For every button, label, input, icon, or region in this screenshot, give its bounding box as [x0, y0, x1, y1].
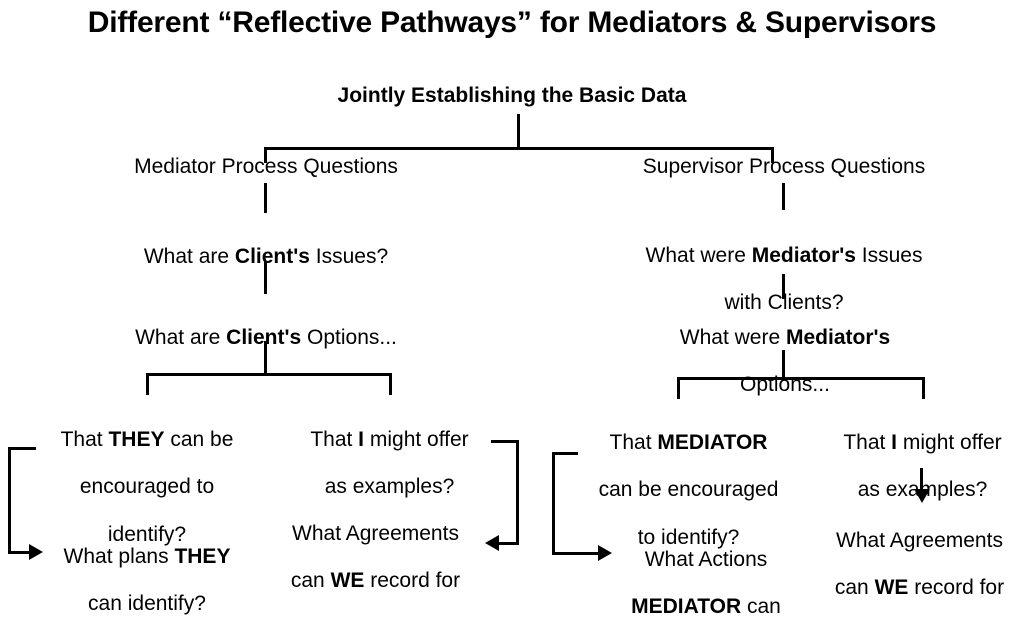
connector-mediator-bracket-side — [516, 440, 519, 544]
page-title: Different “Reflective Pathways” for Medi… — [87, 6, 937, 39]
connector-mediator-q1-to-q2 — [264, 262, 267, 294]
node-mediator-leaf-they-encouraged: That THEY can be encouraged to identify? — [14, 404, 280, 546]
supervisor-outcomeR-l2-prefix: can — [834, 576, 875, 600]
connector-mediator-feedback-top — [8, 447, 36, 450]
node-mediator-question-2: What are Client's Options... — [36, 302, 496, 349]
node-mediator-outcome-what-plans-they: What plans THEY can identify? — [14, 521, 280, 616]
node-supervisor-question-1: What were Mediator's Issues with Clients… — [554, 220, 1014, 315]
connector-mediator-q2-stem — [264, 341, 267, 374]
node-supervisor-outcome-actions-mediator-plan: What Actions MEDIATOR can plan for chang… — [605, 524, 807, 617]
connector-supervisor-down-arrowhead — [914, 489, 930, 503]
connector-mediator-split-drop-left — [146, 373, 149, 395]
mediator-leafR-l1-emphasis: I — [358, 427, 365, 451]
supervisor-outcomeR-l2-emphasis: WE — [874, 576, 909, 600]
connector-supervisor-split-bus — [677, 377, 924, 380]
mediator-outcomeL-l1-emphasis: THEY — [174, 544, 231, 568]
root-node-jointly-establishing-basic-data: Jointly Establishing the Basic Data — [337, 84, 687, 107]
connector-mediator-bracket-top — [491, 440, 519, 443]
mediator-q2-suffix: Options... — [301, 325, 397, 349]
supervisor-leafL-l3: to identify? — [637, 525, 740, 549]
supervisor-q2-emphasis: Mediator's — [786, 325, 891, 349]
mediator-outcomeR-l2-emphasis: WE — [330, 569, 365, 593]
connector-root-drop-left — [264, 147, 267, 163]
supervisor-leafR-l1-suffix: might offer — [897, 430, 1002, 454]
supervisor-leafR-l2: as examples? — [857, 478, 988, 502]
mediator-q1-prefix: What are — [143, 244, 235, 268]
supervisor-leafR-l1-emphasis: I — [891, 430, 898, 454]
connector-supervisor-down-arrow-shaft — [920, 468, 923, 492]
mediator-leafL-l3: identify? — [107, 522, 187, 546]
connector-root-drop-right — [771, 147, 774, 163]
mediator-leafR-l1-suffix: might offer — [364, 427, 469, 451]
mediator-leafL-l2: encouraged to — [79, 475, 215, 499]
supervisor-outcomeR-l2-suffix: record for — [908, 576, 1005, 600]
supervisor-outcomeL-l2-emphasis: MEDIATOR — [631, 595, 742, 617]
mediator-leafR-l1-prefix: That — [310, 427, 359, 451]
connector-supervisor-feedback-arrowhead — [598, 545, 612, 561]
mediator-leafL-l1-suffix: can be — [164, 427, 234, 451]
mediator-outcomeR-l2-suffix: record for — [364, 569, 461, 593]
connector-supervisor-q1-to-q2 — [782, 274, 785, 299]
connector-supervisor-split-drop-right — [922, 377, 925, 399]
node-supervisor-outcome-agreements-supervision: What Agreements can WE record for superv… — [815, 505, 1024, 617]
connector-mediator-split-bus — [146, 373, 391, 376]
mediator-q1-suffix: Issues? — [309, 244, 389, 268]
node-mediator-leaf-i-might-offer: That I might offer as examples? — [268, 404, 511, 499]
connector-supervisor-feedback-bottom — [552, 552, 600, 555]
supervisor-q1-l2: with Clients? — [724, 291, 844, 315]
mediator-leafL-l1-emphasis: THEY — [108, 427, 165, 451]
connector-mediator-feedback-arrowhead — [29, 544, 43, 560]
branch-heading-mediator: Mediator Process Questions — [134, 155, 398, 178]
supervisor-q1-suffix: Issues — [855, 243, 923, 267]
mediator-outcomeL-l1-prefix: What plans — [63, 544, 175, 568]
mediator-leafR-l2: as examples? — [324, 475, 455, 499]
connector-mediator-split-drop-right — [389, 373, 392, 395]
node-supervisor-question-2: What were Mediator's Options... — [590, 302, 980, 397]
node-supervisor-leaf-mediator-encouraged: That MEDIATOR can be encouraged to ident… — [570, 407, 807, 549]
supervisor-q2-prefix: What were — [679, 325, 786, 349]
node-mediator-outcome-agreements-for-them: What Agreements can WE record for them? — [268, 498, 483, 617]
supervisor-leafL-l1-emphasis: MEDIATOR — [657, 430, 768, 454]
connector-supervisor-heading-to-q1 — [782, 183, 785, 210]
connector-mediator-feedback-bottom — [8, 551, 30, 554]
supervisor-outcomeR-l1: What Agreements — [836, 528, 1003, 552]
connector-root-bus — [264, 147, 772, 150]
connector-supervisor-feedback-side — [552, 452, 555, 554]
mediator-outcomeL-l2: can identify? — [88, 592, 206, 616]
node-supervisor-leaf-i-might-offer: That I might offer as examples? — [815, 407, 1024, 502]
supervisor-outcomeL-l2-suffix: can — [741, 595, 781, 617]
node-mediator-question-1: What are Client's Issues? — [36, 221, 496, 268]
connector-mediator-bracket-arrowhead — [485, 535, 499, 551]
connector-mediator-bracket-bottom — [499, 542, 519, 545]
connector-root-stem — [517, 114, 520, 148]
branch-heading-supervisor: Supervisor Process Questions — [642, 155, 926, 178]
supervisor-leafL-l1-prefix: That — [609, 430, 658, 454]
supervisor-leafR-l1-prefix: That — [843, 430, 892, 454]
mediator-leafL-l1-prefix: That — [60, 427, 109, 451]
mediator-q2-prefix: What are — [135, 325, 227, 349]
supervisor-leafL-l2: can be encouraged — [598, 478, 779, 502]
mediator-outcomeR-l2-prefix: can — [290, 569, 331, 593]
connector-mediator-feedback-side — [8, 447, 11, 553]
mediator-q2-emphasis: Client's — [226, 325, 302, 349]
supervisor-q1-prefix: What were — [645, 243, 752, 267]
connector-supervisor-q2-stem — [782, 350, 785, 378]
supervisor-outcomeL-l1: What Actions — [644, 547, 768, 571]
mediator-q1-emphasis: Client's — [234, 244, 310, 268]
connector-mediator-heading-to-q1 — [264, 183, 267, 213]
supervisor-q1-emphasis: Mediator's — [751, 243, 856, 267]
mediator-outcomeR-l1: What Agreements — [292, 521, 459, 545]
connector-supervisor-feedback-top — [552, 452, 578, 455]
connector-supervisor-split-drop-left — [677, 377, 680, 399]
